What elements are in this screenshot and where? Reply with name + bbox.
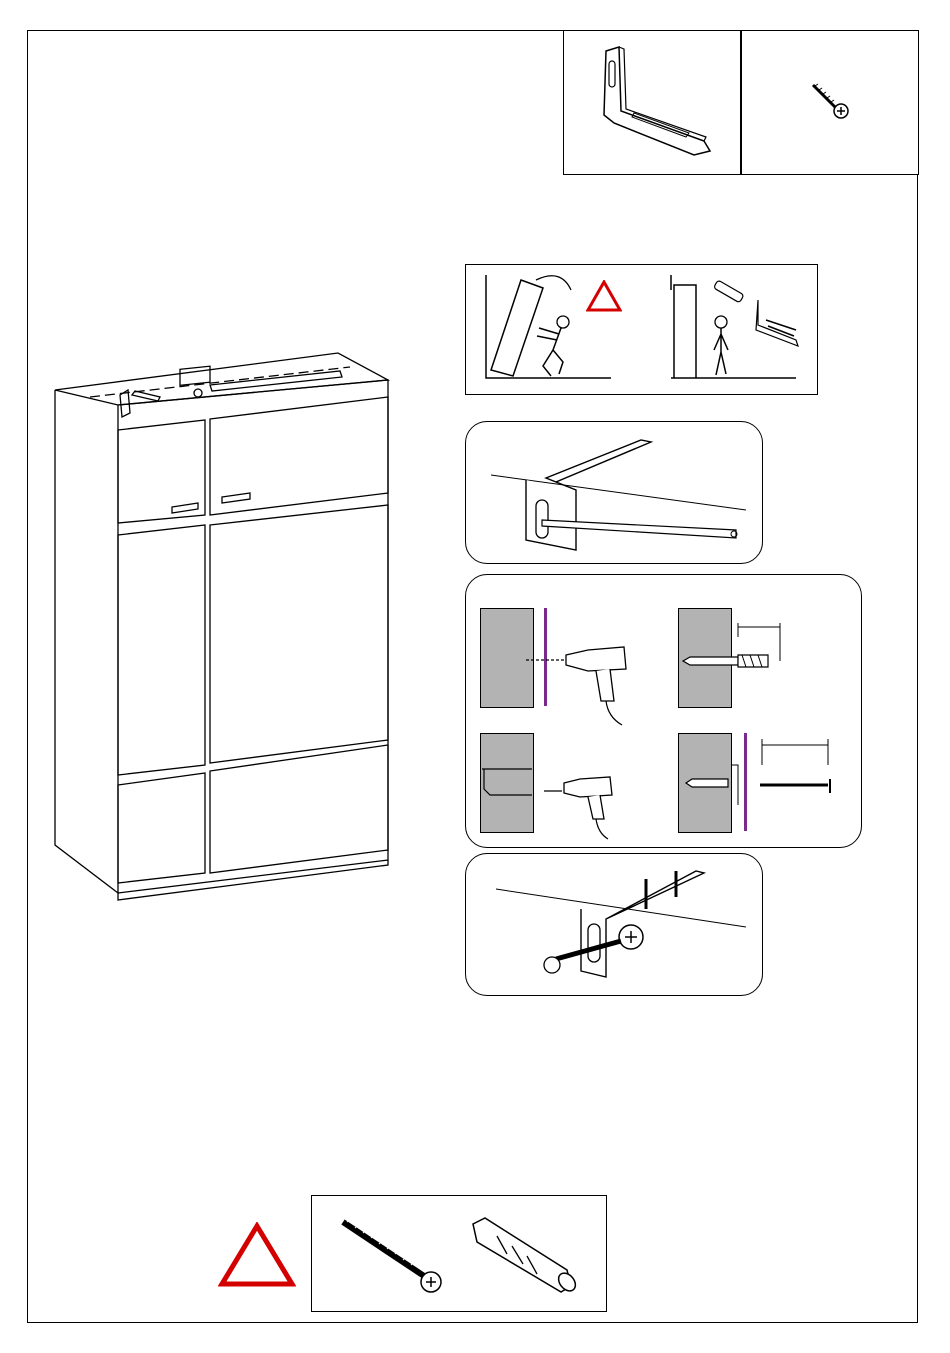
power-drill-icon bbox=[480, 753, 640, 843]
cabinet-drawing bbox=[50, 345, 400, 905]
power-drill-icon bbox=[526, 625, 636, 730]
wall-plug-icon bbox=[678, 623, 798, 683]
footer-parts-box bbox=[311, 1195, 607, 1312]
bracket-on-wall-icon bbox=[486, 430, 756, 558]
wall-plug-icon bbox=[467, 1214, 587, 1299]
bracket-fixed-icon bbox=[486, 859, 756, 991]
anti-tip-warning-panel bbox=[465, 264, 818, 395]
long-screw-icon bbox=[337, 1216, 447, 1296]
parts-divider bbox=[740, 31, 742, 174]
wall-bracket-icon bbox=[594, 41, 724, 161]
warning-triangle-icon bbox=[586, 280, 622, 312]
drill-anchor-panel bbox=[465, 574, 862, 848]
parts-box bbox=[563, 30, 919, 175]
warning-triangle-icon bbox=[218, 1222, 296, 1288]
fix-bracket-panel bbox=[465, 853, 763, 996]
mark-wall-panel bbox=[465, 421, 763, 564]
wood-screw-icon bbox=[809, 81, 859, 121]
long-screw-icon bbox=[678, 735, 838, 805]
person-wall-icon bbox=[666, 270, 806, 390]
